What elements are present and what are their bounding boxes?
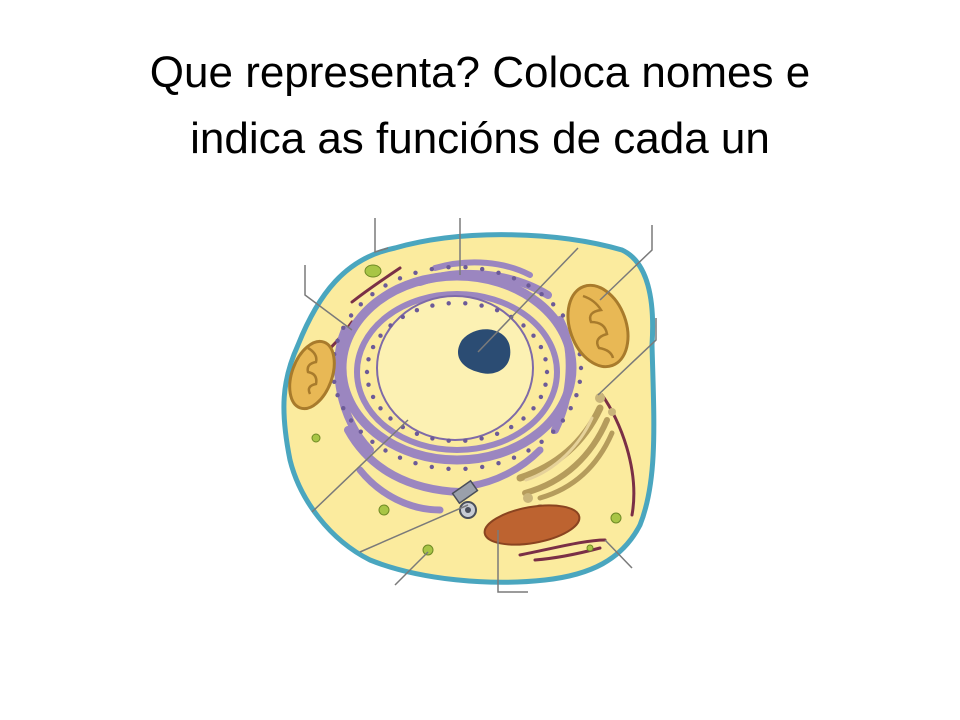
ribosome-dot [446, 466, 451, 471]
ribosome-dot [413, 270, 418, 275]
ribosome-dot [479, 303, 484, 308]
ribosome-dot [568, 406, 573, 411]
ribosome-dot [446, 301, 451, 306]
label-line-7 [311, 419, 409, 513]
label-line-8 [359, 504, 469, 553]
ribosome-dot [430, 303, 435, 308]
lysosome [483, 504, 581, 546]
ribosome-dot [335, 393, 340, 398]
ribosome-dot [413, 461, 418, 466]
ribosome-dot [383, 448, 388, 453]
ribosome-dot [446, 438, 451, 443]
ribosome-dot [378, 406, 383, 411]
mitochondrion-left [288, 339, 336, 411]
ribosome-dot [521, 323, 526, 328]
slide-title: Que representa? Coloca nomes e indica as… [40, 40, 920, 172]
ribosome-dot [370, 344, 376, 350]
ribosome-dot [463, 466, 468, 471]
ribosome-dot [366, 357, 371, 362]
ribosome-dot [551, 302, 556, 307]
ribosome-dot [479, 436, 484, 441]
label-leader-lines [304, 218, 657, 593]
label-line-1 [304, 265, 353, 331]
rough-endoplasmic-reticulum [334, 259, 577, 514]
title-line-2: indica as funcións de cada un [190, 114, 770, 163]
ribosome-dot [366, 382, 371, 387]
ribosome-dot [511, 455, 517, 460]
label-line-11 [604, 539, 633, 569]
ribosome-dot [463, 265, 468, 270]
ribosome-dot [429, 266, 434, 272]
ribosome-dot [414, 431, 420, 436]
ribosome-dot [383, 283, 388, 288]
ribosome-dot [388, 416, 393, 421]
ribosome-dot [494, 308, 500, 313]
ribosome-dot [511, 276, 517, 281]
ribosome-dot [496, 461, 501, 466]
ribosome-dot [341, 406, 346, 411]
ribosome-dot [539, 439, 544, 444]
ribosome-dot [578, 365, 584, 371]
ribosome-dot [551, 429, 556, 434]
ribosome-dot [378, 333, 383, 338]
label-line-5 [599, 225, 653, 301]
ribosome-dot [538, 344, 544, 350]
ribosome-dot [364, 369, 370, 375]
mitochondrion-right [566, 283, 630, 369]
ribosome-dot [397, 276, 403, 281]
ribosome-dot [463, 438, 468, 443]
ribosome-dot [509, 424, 514, 430]
ribosome-dot [400, 314, 405, 320]
ribosome-dot [539, 292, 544, 297]
ribosome-dot [414, 308, 420, 313]
ribosome-dot [538, 394, 544, 400]
ribosome-dot [348, 313, 354, 318]
label-line-10 [497, 530, 528, 593]
ribosome-dot [370, 394, 376, 400]
label-line-2 [374, 218, 389, 254]
ribosome-dot [543, 382, 548, 387]
ribosome-dot [358, 302, 363, 307]
ribosome-dot [544, 369, 550, 375]
ribosome-dot [370, 439, 375, 444]
label-line-4 [477, 247, 579, 353]
ribosomes [330, 265, 584, 471]
label-line-9 [394, 551, 429, 586]
vesicles [311, 264, 622, 556]
golgi-apparatus [516, 393, 616, 512]
ribosome-dot [341, 325, 346, 330]
ribosome-dot [496, 270, 501, 275]
ribosome-dot [348, 418, 354, 423]
ribosome-dot [574, 393, 579, 398]
nucleolus [457, 329, 511, 374]
ribosome-dot [494, 431, 500, 436]
ribosome-dot [335, 338, 340, 343]
ribosome-dot [430, 436, 435, 441]
label-line-6 [597, 318, 657, 396]
ribosome-dot [480, 266, 485, 272]
ribosome-dot [531, 406, 536, 411]
ribosome-dot [397, 455, 403, 460]
ribosome-dot [332, 379, 337, 384]
ribosome-dot [358, 429, 363, 434]
ribosome-dot [429, 464, 434, 470]
ribosome-dot [526, 283, 531, 288]
ribosome-dot [560, 313, 566, 318]
ribosome-dot [521, 416, 526, 421]
ribosome-dot [543, 357, 548, 362]
ribosome-dot [480, 464, 485, 470]
ribosome-dot [446, 265, 451, 270]
ribosome-dot [370, 292, 375, 297]
ribosome-dot [577, 379, 582, 384]
ribosome-dot [560, 418, 566, 423]
title-line-1: Que representa? Coloca nomes e [149, 48, 811, 97]
ribosome-dot [526, 448, 531, 453]
ribosome-dot [531, 333, 536, 338]
ribosome-dot [463, 301, 468, 306]
ribosome-dot [388, 323, 393, 328]
